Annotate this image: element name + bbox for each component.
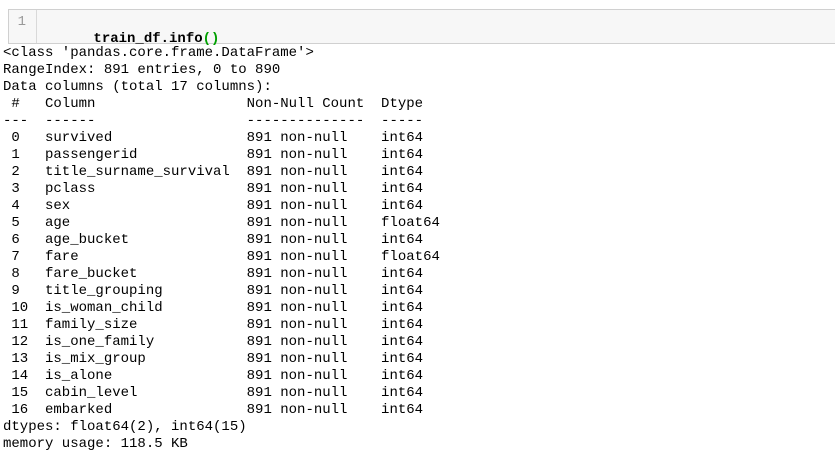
execution-count-gutter: 1 [9, 10, 37, 43]
code-cell[interactable]: 1 train_df.info() [8, 9, 835, 47]
code-parentheses: () [202, 31, 220, 47]
code-line: train_df.info() [93, 31, 219, 47]
code-expression: train_df.info [93, 31, 203, 47]
notebook-document: 1 train_df.info() <class 'pandas.core.fr… [0, 9, 835, 471]
execution-count: 1 [17, 14, 26, 30]
cell-output-text: <class 'pandas.core.frame.DataFrame'> Ra… [3, 45, 440, 452]
code-editor[interactable]: train_df.info() [37, 10, 835, 47]
